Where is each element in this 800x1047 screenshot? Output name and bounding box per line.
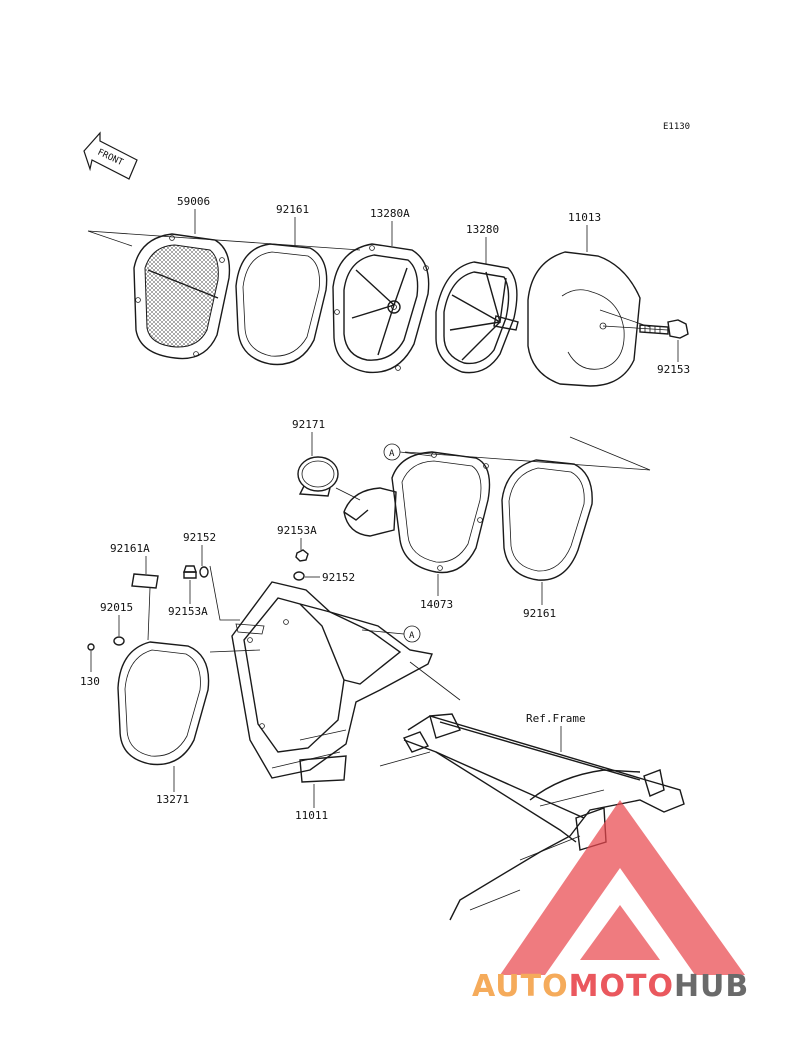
- label-92161-top: 92161: [276, 203, 309, 216]
- label-92152-left: 92152: [183, 531, 216, 544]
- ref-a-top-label: A: [389, 449, 395, 459]
- part-92153-bolt: [639, 319, 689, 339]
- part-13280-filter-frame: [435, 261, 519, 374]
- part-92015-grommet: [113, 636, 125, 646]
- ref-marker-a-bottom: A: [361, 625, 421, 643]
- top-axis-lines: [87, 230, 651, 328]
- part-92161-gasket-mid: [501, 459, 593, 581]
- automotohub-watermark: AUTOMOTOHUB: [472, 800, 749, 1004]
- part-14073-duct: [343, 451, 491, 574]
- part-92161-gasket-top: [235, 243, 328, 366]
- ref-marker-a-top: A: [383, 443, 433, 461]
- front-arrow-icon: FRONT: [83, 131, 138, 180]
- label-92015: 92015: [100, 601, 133, 614]
- label-14073: 14073: [420, 598, 453, 611]
- part-92171-clamp: [297, 456, 361, 501]
- part-13271-gasket: [117, 641, 261, 766]
- part-92153A-bolt-left: [183, 565, 197, 579]
- part-frame: [402, 713, 685, 921]
- label-11013: 11013: [568, 211, 601, 224]
- watermark-text-moto: MOTO: [569, 969, 674, 1004]
- watermark-text-auto: AUTO: [472, 969, 569, 1004]
- label-92171: 92171: [292, 418, 325, 431]
- ref-a-bottom-label: A: [409, 631, 415, 641]
- label-59006: 59006: [177, 195, 210, 208]
- label-92152-right: 92152: [322, 571, 355, 584]
- watermark-triangle-icon: [500, 800, 745, 975]
- part-92153A-nut-top: [295, 549, 309, 562]
- label-13271: 13271: [156, 793, 189, 806]
- svg-text:AUTOMOTOHUB: AUTOMOTOHUB: [472, 969, 749, 1004]
- part-92152-washer-left: [199, 566, 209, 578]
- label-130: 130: [80, 675, 100, 688]
- label-13280: 13280: [466, 223, 499, 236]
- part-130-screw: [87, 643, 95, 651]
- diagram-code: E1130: [663, 122, 690, 132]
- part-11013-filter-element: [527, 251, 669, 387]
- label-92153: 92153: [657, 363, 690, 376]
- label-92153A-top: 92153A: [277, 524, 317, 537]
- watermark-text-hub: HUB: [674, 969, 749, 1004]
- part-59006-screen: [133, 233, 231, 360]
- part-13280A-cage: [332, 243, 430, 374]
- label-13280A: 13280A: [370, 207, 410, 220]
- label-11011: 11011: [295, 809, 328, 822]
- part-11011-air-cleaner-case: [231, 581, 461, 783]
- part-92161A-strip: [131, 573, 159, 589]
- part-92152-washer-right: [293, 571, 305, 581]
- middle-axis-lines: [404, 436, 651, 471]
- label-92161-mid: 92161: [523, 607, 556, 620]
- label-92161A: 92161A: [110, 542, 150, 555]
- label-92153A-left: 92153A: [168, 605, 208, 618]
- label-ref-frame: Ref.Frame: [526, 712, 586, 725]
